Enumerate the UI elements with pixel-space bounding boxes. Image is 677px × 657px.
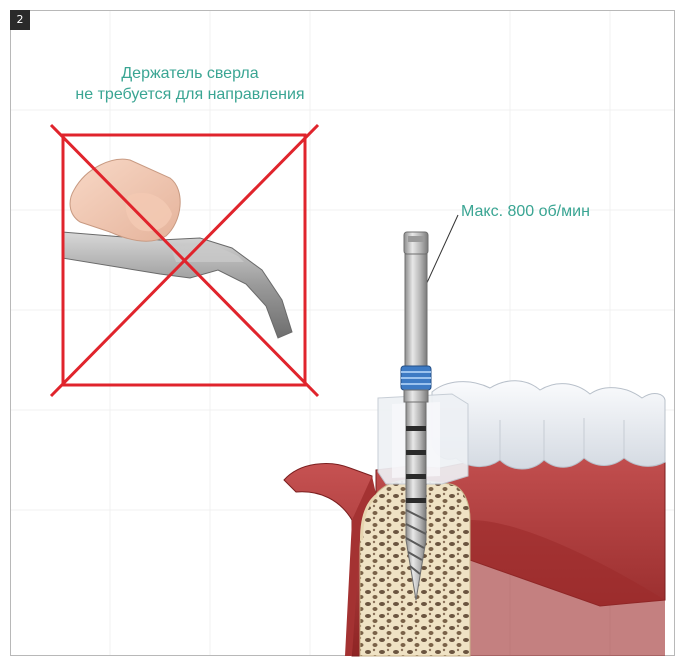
figure-number-badge: 2: [10, 10, 30, 30]
caption-line-2: не требуется для направления: [40, 84, 340, 105]
drill-shank: [405, 254, 427, 366]
drill-shank-head: [404, 232, 428, 254]
jaw-cross-section: [284, 440, 665, 656]
caption-line-1: Держатель сверла: [40, 63, 340, 84]
drill-holder-inset: [51, 125, 318, 396]
max-speed-label: Макс. 800 об/мин: [461, 201, 590, 222]
drill-holder-caption: Держатель сверла не требуется для направ…: [40, 63, 340, 105]
gum-left-flap: [284, 464, 372, 656]
